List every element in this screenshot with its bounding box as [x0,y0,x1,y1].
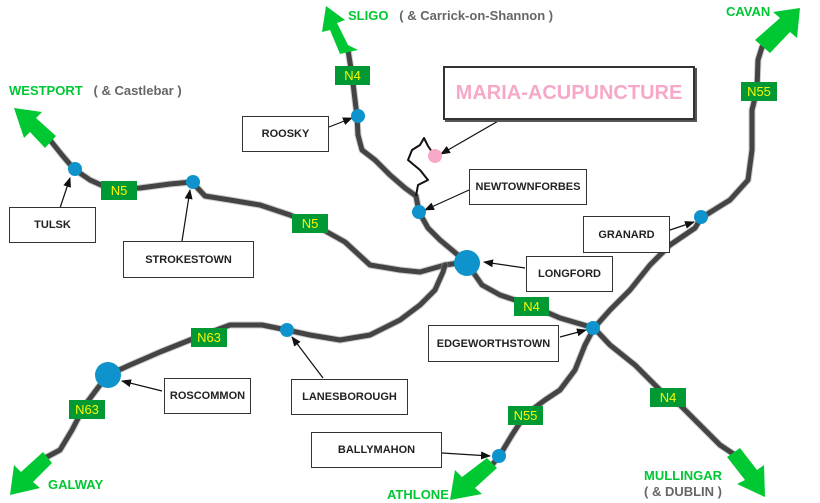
route-badge-n4-mid: N4 [514,297,549,316]
local-lane [407,137,433,197]
marker-strokestown[interactable] [186,175,200,189]
marker-roscommon[interactable] [95,362,121,388]
destination-athlone-name: ATHLONE [387,487,449,502]
label-ballymahon[interactable]: BALLYMAHON [311,432,442,468]
label-roosky[interactable]: ROOSKY [242,116,329,152]
marker-tulsk[interactable] [68,162,82,176]
route-badge-n63-east: N63 [191,328,227,347]
label-newtownforbes[interactable]: NEWTOWNFORBES [469,169,587,205]
route-badge-n63-west: N63 [69,400,105,419]
arrow-mullingar-icon [727,448,765,497]
destination-galway-name: GALWAY [48,477,104,492]
marker-granard[interactable] [694,210,708,224]
route-badge-n5-west: N5 [101,181,137,200]
destination-sligo-name: SLIGO [348,8,389,23]
route-badge-n55-north: N55 [741,82,777,101]
road-n63 [42,262,448,461]
marker-longford[interactable] [454,250,480,276]
destination-cavan-name: CAVAN [726,4,771,19]
destination-sligo: SLIGO ( & Carrick-on-Shannon ) [348,8,553,23]
destination-westport-name: WESTPORT [9,83,83,98]
label-longford[interactable]: LONGFORD [526,256,613,292]
destination-athlone: ATHLONE [387,487,449,502]
route-badge-n5-east: N5 [292,214,328,233]
label-lanesborough[interactable]: LANESBOROUGH [291,379,408,415]
route-badge-n4-south: N4 [650,388,686,407]
road-n4-south [463,259,738,458]
label-roscommon[interactable]: ROSCOMMON [164,378,251,414]
destination-galway: GALWAY [48,477,103,492]
label-strokestown[interactable]: STROKESTOWN [123,241,254,278]
arrow-sligo-icon [322,6,358,54]
destination-sligo-note: ( & Carrick-on-Shannon ) [399,8,554,23]
practice-title[interactable]: MARIA-ACUPUNCTURE [443,66,695,120]
arrow-athlone-icon [450,458,497,500]
road-n5 [47,137,469,275]
marker-newtownforbes[interactable] [412,205,426,219]
destination-westport: WESTPORT ( & Castlebar ) [9,83,182,98]
road-n4-north [345,47,469,265]
arrow-westport-icon [14,108,56,148]
destination-mullingar: MULLINGAR ( & DUBLIN ) [644,468,722,500]
route-badge-n4-north: N4 [335,66,370,85]
marker-edgeworthstown[interactable] [586,321,600,335]
destination-cavan: CAVAN [726,4,770,19]
label-tulsk[interactable]: TULSK [9,207,96,243]
arrow-galway-icon [10,452,52,495]
label-edgeworthstown[interactable]: EDGEWORTHSTOWN [428,325,559,362]
town-markers [68,109,708,463]
marker-ballymahon[interactable] [492,449,506,463]
arrow-cavan-icon [755,8,800,53]
marker-roosky[interactable] [351,109,365,123]
marker-maria-acupuncture[interactable] [428,149,442,163]
route-badge-n55-south: N55 [508,406,543,425]
marker-lanesborough[interactable] [280,323,294,337]
destination-westport-note: ( & Castlebar ) [93,83,182,98]
destination-mullingar-name: MULLINGAR [644,468,722,483]
direction-arrows [10,6,800,500]
label-granard[interactable]: GRANARD [583,216,670,253]
destination-mullingar-note: ( & DUBLIN ) [644,484,722,499]
pointer-lines [59,117,695,460]
